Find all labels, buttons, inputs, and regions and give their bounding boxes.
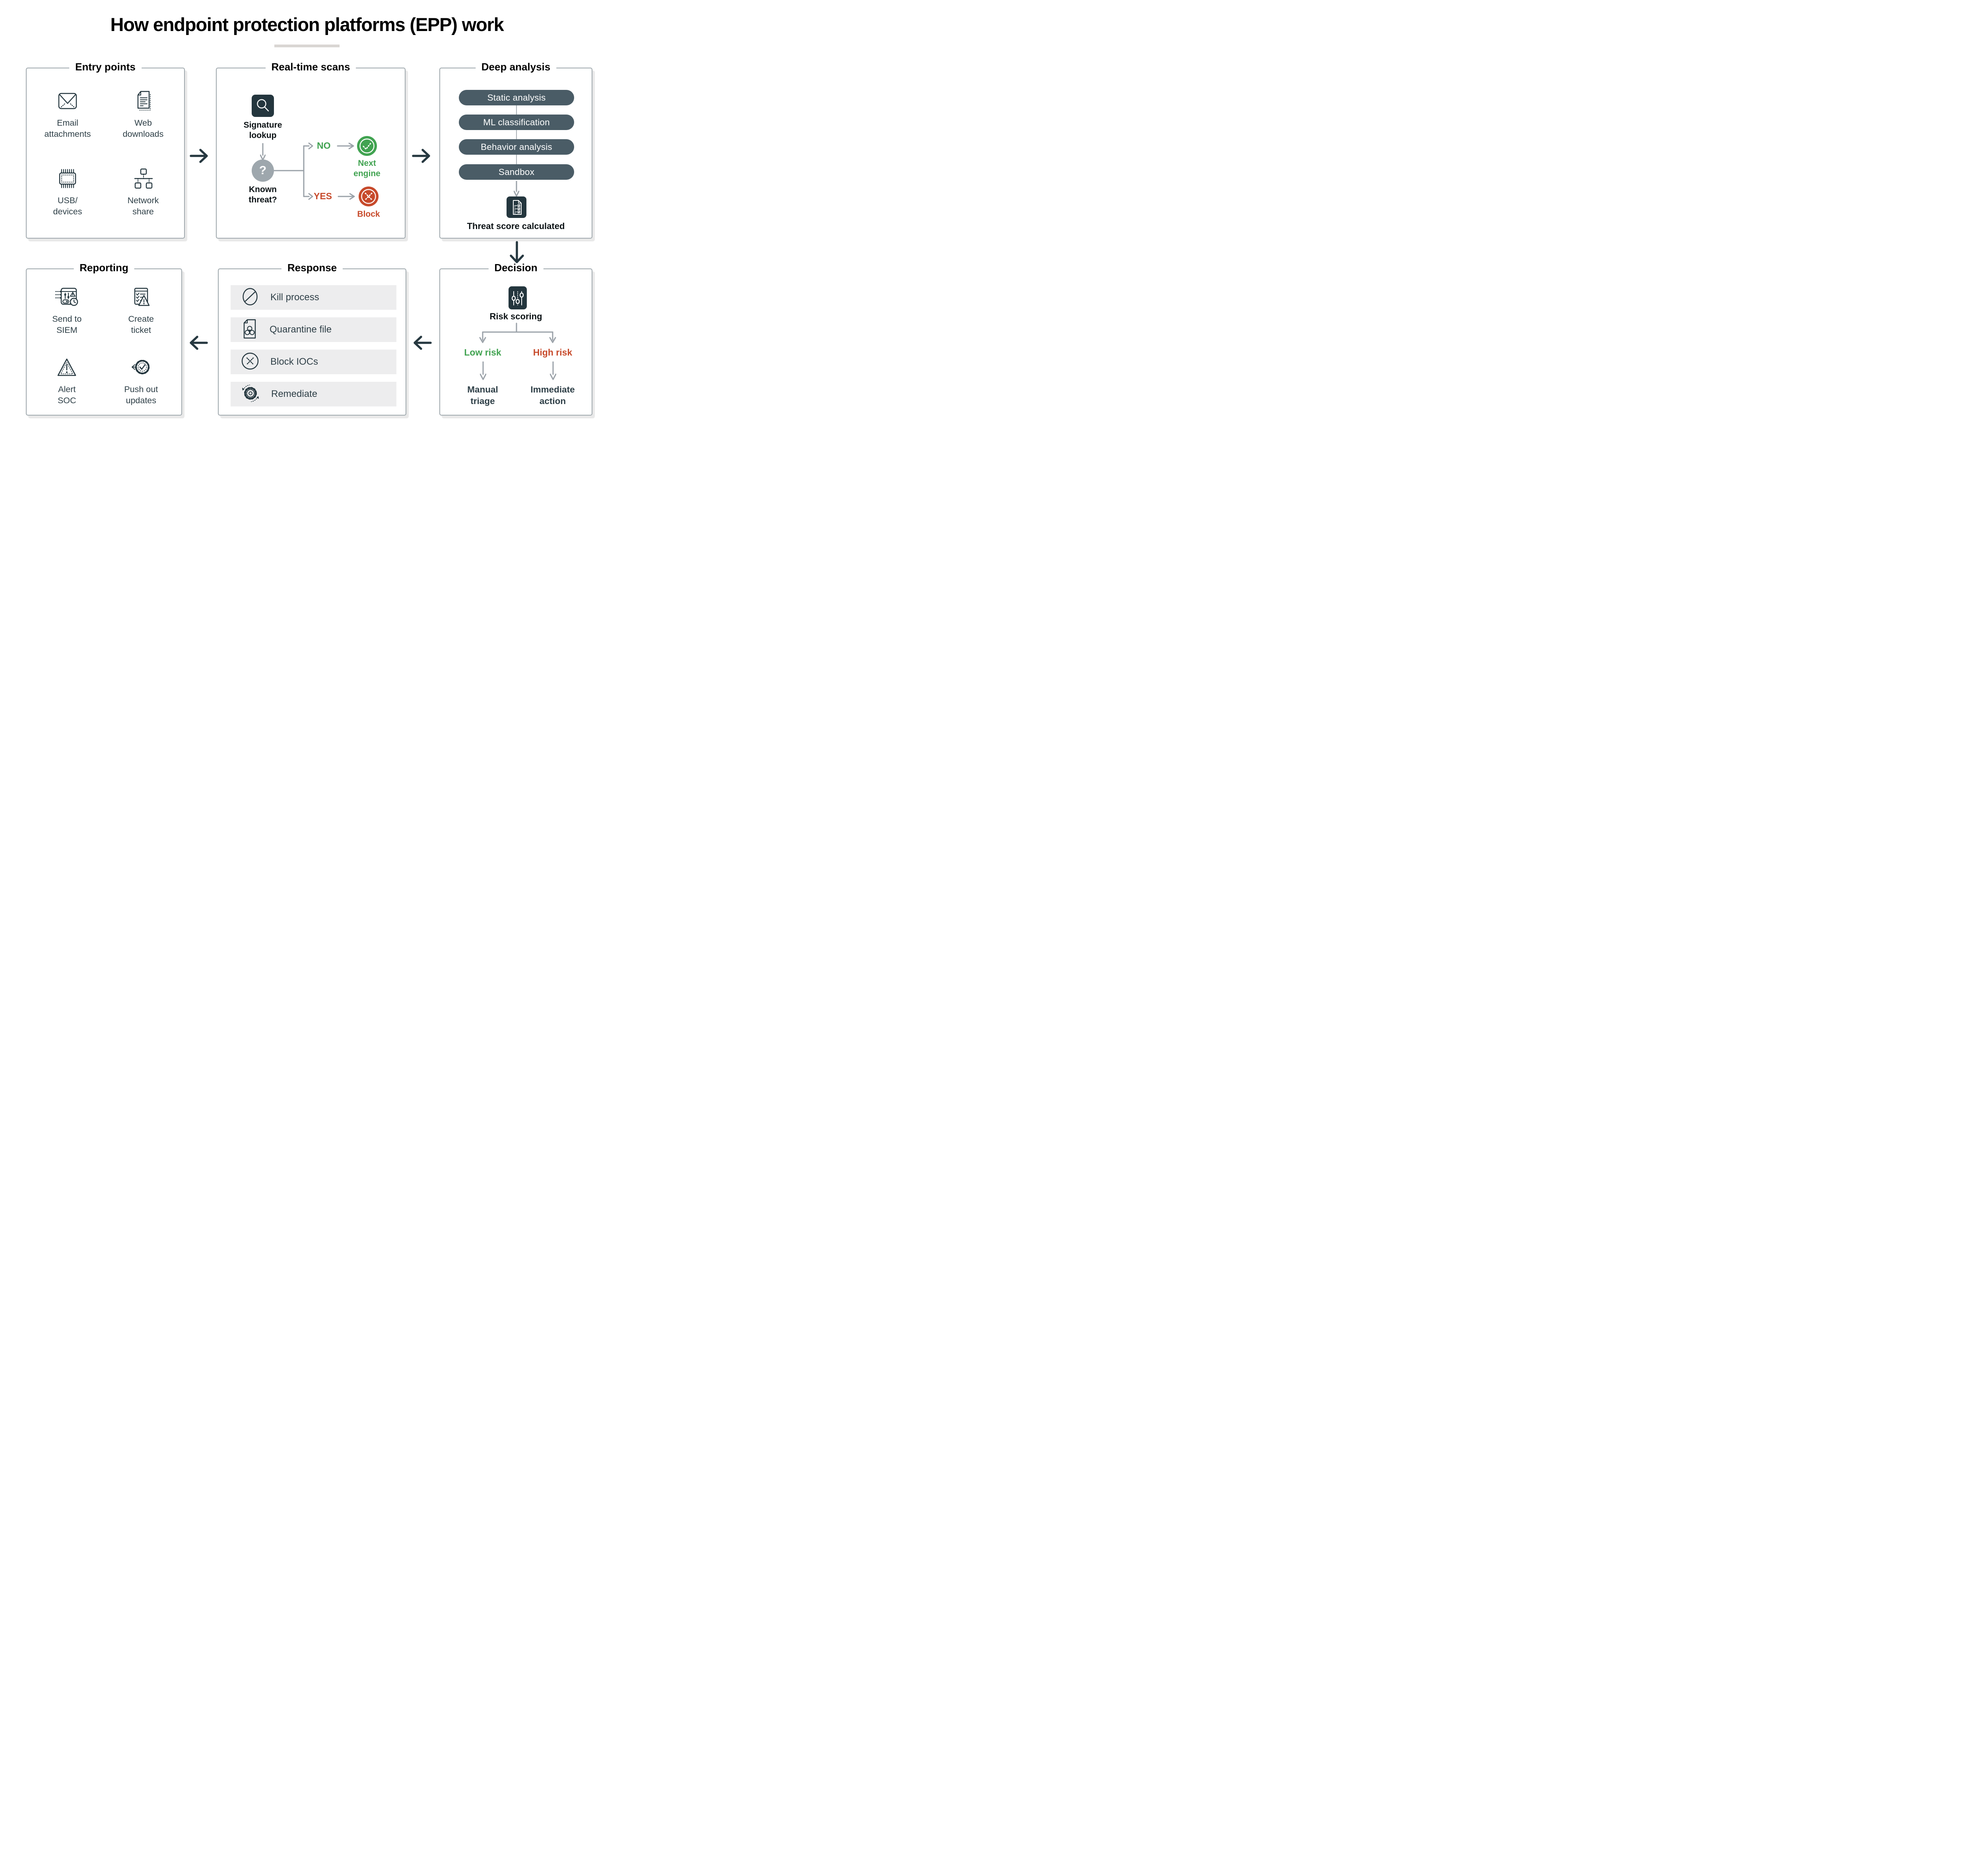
- list-item: Network share: [105, 157, 181, 235]
- page-title: How endpoint protection platforms (EPP) …: [110, 14, 504, 35]
- blocked-circle-icon: [241, 352, 259, 372]
- question-glyph: ?: [259, 164, 267, 177]
- block-label: Block: [357, 210, 380, 219]
- branch-connector: [440, 269, 593, 351]
- flow-arrow-left-icon: [411, 335, 432, 352]
- immediate-action-label: Immediate action: [530, 385, 575, 406]
- magnifier-icon: [252, 95, 274, 119]
- pill-behavior-analysis: Behavior analysis: [459, 139, 574, 155]
- entry-item-label: Email attachments: [44, 118, 91, 139]
- list-item: Email attachments: [30, 80, 105, 157]
- pill-static-analysis: Static analysis: [459, 90, 574, 105]
- list-item: Create ticket: [104, 279, 179, 345]
- panel-title: Decision: [488, 262, 544, 274]
- entry-item-label: Web downloads: [122, 118, 164, 139]
- warning-triangle-icon: [56, 356, 77, 379]
- panel-title: Reporting: [74, 262, 134, 274]
- panel-realtime-scans: Real-time scans Signature lookup ? Known…: [216, 61, 406, 239]
- response-item-label: Kill process: [270, 292, 319, 303]
- updates-badge-icon: [130, 356, 152, 379]
- arrow-down-icon: [549, 361, 557, 383]
- sliders-icon: [509, 286, 527, 311]
- flow-arrow-down-icon: [509, 241, 524, 268]
- response-item-label: Quarantine file: [270, 324, 332, 335]
- entry-points-grid: Email attachments Web downloads USB/ dev…: [30, 80, 181, 235]
- pill-connector: [516, 130, 517, 139]
- yes-branch-tag: YES: [314, 191, 332, 201]
- list-item: Remediate: [231, 382, 396, 406]
- flow-arrow-left-icon: [187, 335, 208, 352]
- threat-score-caption: Threat score calculated: [467, 221, 565, 231]
- arrow-right-icon: [337, 142, 357, 151]
- list-item: Push out updates: [104, 345, 179, 412]
- list-item: Alert SOC: [30, 345, 104, 412]
- panel-title: Deep analysis: [475, 61, 557, 73]
- reporting-grid: Send to SIEM Create ticket Alert SOC Pus…: [30, 279, 178, 412]
- panel-entry-points: Entry points Email attachments Web downl…: [26, 61, 185, 239]
- pill-connector: [516, 155, 517, 164]
- signature-lookup-label: Signature lookup: [243, 120, 282, 140]
- response-item-label: Remediate: [271, 389, 318, 399]
- arrow-down-icon: [480, 361, 487, 383]
- arrow-down-icon: [513, 180, 520, 199]
- envelope-icon: [57, 89, 78, 113]
- entry-item-label: USB/ devices: [53, 196, 82, 216]
- arrow-right-icon: [338, 193, 357, 202]
- panel-reporting: Reporting Send to SIEM Create ticket Ale…: [26, 262, 182, 416]
- reporting-item-label: Send to SIEM: [52, 314, 82, 335]
- remediate-gear-icon: [241, 384, 260, 405]
- reporting-item-label: Alert SOC: [57, 385, 76, 405]
- panel-decision: Decision Risk scoring Low risk High risk…: [439, 262, 593, 416]
- ticket-warning-icon: [131, 285, 151, 309]
- low-risk-tag: Low risk: [464, 347, 501, 358]
- list-item: Web downloads: [105, 80, 181, 157]
- panel-response: Response Kill process Quarantine file Bl…: [218, 262, 406, 416]
- checklist-icon: [507, 196, 526, 220]
- epp-infographic: How endpoint protection platforms (EPP) …: [0, 0, 614, 430]
- reporting-item-label: Push out updates: [124, 385, 158, 405]
- high-risk-tag: High risk: [533, 347, 573, 358]
- risk-scoring-label: Risk scoring: [489, 311, 542, 321]
- x-circle-icon: [358, 186, 379, 209]
- list-item: USB/ devices: [30, 157, 105, 235]
- network-icon: [132, 167, 154, 190]
- title-underline: [274, 45, 340, 47]
- chip-icon: [57, 167, 78, 190]
- pill-connector: [516, 105, 517, 115]
- document-icon: [133, 89, 153, 113]
- biohazard-file-icon: [241, 319, 258, 341]
- known-threat-label: Known threat?: [248, 185, 277, 205]
- list-item: Block IOCs: [231, 350, 396, 374]
- panel-title: Real-time scans: [265, 61, 356, 73]
- question-circle-icon: ?: [252, 159, 274, 182]
- manual-triage-label: Manual triage: [467, 385, 498, 406]
- list-item: Kill process: [231, 285, 396, 310]
- flow-arrow-right-icon: [190, 148, 210, 165]
- entry-item-label: Network share: [127, 196, 159, 216]
- reporting-item-label: Create ticket: [128, 314, 154, 335]
- branch-connector: [273, 140, 315, 206]
- response-item-label: Block IOCs: [270, 356, 318, 367]
- siem-dashboard-icon: [55, 285, 79, 309]
- panel-deep-analysis: Deep analysis Static analysis ML classif…: [439, 61, 592, 239]
- list-item: Quarantine file: [231, 317, 396, 342]
- no-branch-tag: NO: [317, 140, 331, 151]
- check-circle-icon: [357, 136, 377, 158]
- pill-sandbox: Sandbox: [459, 164, 574, 180]
- pill-ml-classification: ML classification: [459, 115, 574, 130]
- flow-arrow-right-icon: [412, 148, 433, 165]
- panel-title: Response: [281, 262, 343, 274]
- panel-title: Entry points: [69, 61, 142, 73]
- next-engine-label: Next engine: [353, 159, 381, 179]
- no-entry-icon: [241, 288, 259, 308]
- list-item: Send to SIEM: [30, 279, 104, 345]
